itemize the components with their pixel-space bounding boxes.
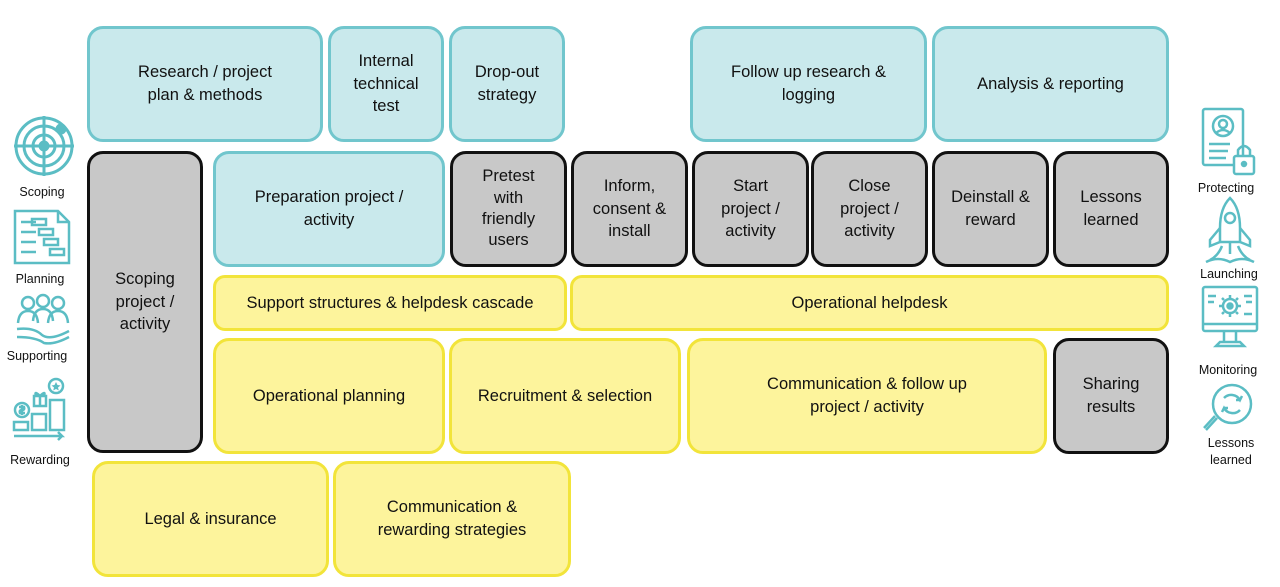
operational-planning-label: Operational planning xyxy=(252,386,406,405)
rocket-icon xyxy=(1205,196,1255,264)
support-structures-label: Support structures & helpdesk cascade xyxy=(246,293,534,312)
recruitment-box: Recruitment & selection xyxy=(449,338,681,454)
communication-rewarding-label: Communication & rewarding strategies xyxy=(377,498,527,539)
operational-helpdesk-label: Operational helpdesk xyxy=(791,293,948,312)
rewarding-legend-label: Rewarding xyxy=(10,453,70,467)
operational-planning-box: Operational planning xyxy=(213,338,445,454)
scoping-activity-box: Scoping project / activity xyxy=(87,151,203,453)
scoping-legend-label: Scoping xyxy=(19,185,65,199)
support-structures-box: Support structures & helpdesk cascade xyxy=(213,275,567,331)
inform-consent-label: Inform, consent & install xyxy=(592,176,667,241)
gantt-chart-icon xyxy=(13,209,71,265)
lessons-learned-label: Lessons learned xyxy=(1080,188,1142,229)
internal-test-label: Internal technical test xyxy=(353,51,419,116)
sharing-results-label: Sharing results xyxy=(1082,375,1140,416)
lessons-learned-box: Lessons learned xyxy=(1053,151,1169,267)
deinstall-reward-box: Deinstall & reward xyxy=(932,151,1049,267)
drop-out-label: Drop-out strategy xyxy=(474,63,540,104)
internal-test-box: Internal technical test xyxy=(328,26,444,142)
legal-insurance-box: Legal & insurance xyxy=(92,461,329,577)
follow-up-research-box: Follow up research & logging xyxy=(690,26,927,142)
target-icon xyxy=(14,116,74,176)
preparation-box: Preparation project / activity xyxy=(213,151,445,267)
protecting-legend-label: Protecting xyxy=(1197,181,1255,195)
lessons-learned-legend-label: Lessons learned xyxy=(1207,436,1255,467)
user-lock-icon xyxy=(1201,107,1256,176)
inform-consent-box: Inform, consent & install xyxy=(571,151,688,267)
communication-follow-up-label: Communication & follow up project / acti… xyxy=(767,375,967,416)
research-plan-label: Research / project plan & methods xyxy=(138,63,272,104)
reward-chart-icon xyxy=(12,377,66,441)
analysis-reporting-box: Analysis & reporting xyxy=(932,26,1169,142)
drop-out-box: Drop-out strategy xyxy=(449,26,565,142)
research-plan-box: Research / project plan & methods xyxy=(87,26,323,142)
follow-up-research-label: Follow up research & logging xyxy=(731,63,886,104)
planning-legend-label: Planning xyxy=(15,272,65,286)
preparation-label: Preparation project / activity xyxy=(254,188,404,229)
legal-insurance-label: Legal & insurance xyxy=(144,509,277,528)
recruitment-label: Recruitment & selection xyxy=(477,386,653,405)
communication-follow-up-box: Communication & follow up project / acti… xyxy=(687,338,1047,454)
close-project-box: Close project / activity xyxy=(811,151,928,267)
people-hand-icon xyxy=(16,293,70,345)
launching-legend-label: Launching xyxy=(1200,267,1258,281)
start-project-box: Start project / activity xyxy=(692,151,809,267)
pretest-box: Pretest with friendly users xyxy=(450,151,567,267)
analysis-reporting-label: Analysis & reporting xyxy=(977,74,1124,93)
close-project-label: Close project / activity xyxy=(840,176,899,241)
supporting-legend-label: Supporting xyxy=(6,349,68,363)
monitor-gear-icon xyxy=(1201,285,1259,348)
sharing-results-box: Sharing results xyxy=(1053,338,1169,454)
operational-helpdesk-box: Operational helpdesk xyxy=(570,275,1169,331)
communication-rewarding-box: Communication & rewarding strategies xyxy=(333,461,571,577)
monitoring-legend-label: Monitoring xyxy=(1198,363,1258,377)
magnifier-cycle-icon xyxy=(1203,383,1253,431)
deinstall-reward-label: Deinstall & reward xyxy=(951,188,1030,229)
start-project-label: Start project / activity xyxy=(721,176,780,241)
pretest-label: Pretest with friendly users xyxy=(481,167,536,250)
scoping-activity-label: Scoping project / activity xyxy=(115,269,175,334)
